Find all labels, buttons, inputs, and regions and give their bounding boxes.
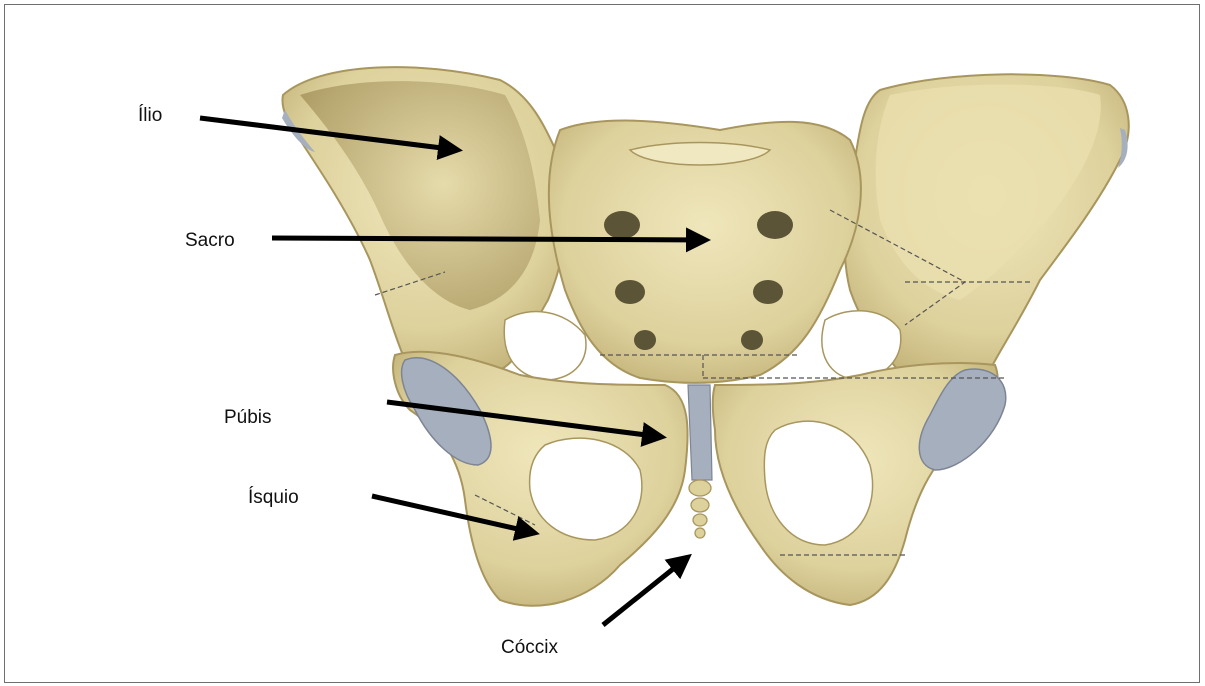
pubic-symphysis xyxy=(688,385,712,480)
arrow-sacro xyxy=(272,238,706,240)
label-isquio: Ísquio xyxy=(248,488,299,507)
pelvic-inlet-left xyxy=(504,312,586,380)
label-coccix: Cóccix xyxy=(501,638,558,657)
label-pubis: Púbis xyxy=(224,408,272,427)
coccyx xyxy=(689,480,711,538)
label-ilio: Ílio xyxy=(138,106,162,125)
label-sacro: Sacro xyxy=(185,231,235,250)
right-ilium-face xyxy=(876,84,1101,300)
